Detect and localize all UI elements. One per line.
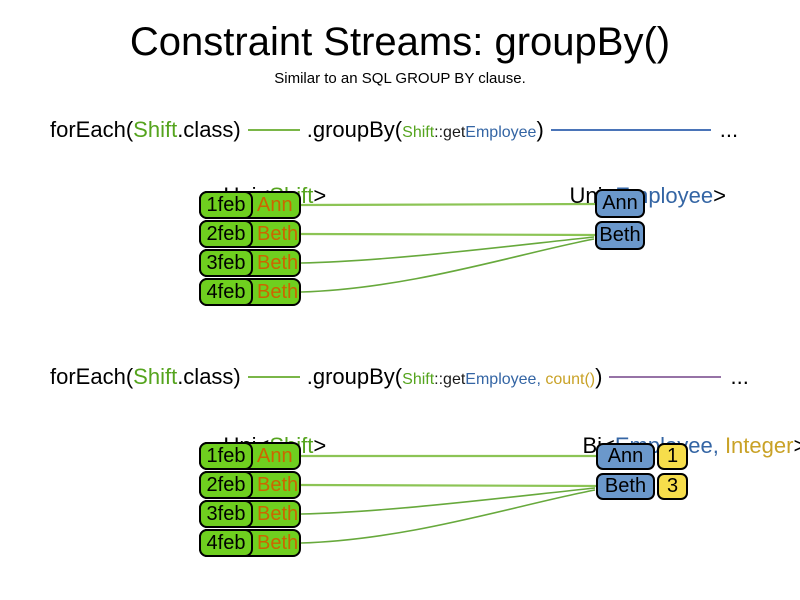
shift-list-2: 1feb Ann 2feb Beth 3feb Beth 4feb Beth bbox=[199, 442, 301, 557]
label-post: > bbox=[313, 183, 327, 208]
shift-date: 1feb bbox=[199, 442, 253, 470]
code2-arg-count: count() bbox=[540, 371, 596, 388]
label-post: > bbox=[793, 433, 800, 458]
code1-shift-class: Shift bbox=[133, 117, 178, 142]
link2-shift2-to-beth bbox=[300, 483, 597, 488]
code-line-2: forEach( Shift .class) .groupBy( Shift :… bbox=[50, 364, 749, 390]
shift-list-1: 1feb Ann 2feb Beth 3feb Beth 4feb Beth bbox=[199, 191, 301, 306]
code1-blue-connector bbox=[550, 129, 711, 131]
link-shift4-to-beth bbox=[300, 238, 595, 293]
shift-row: 2feb Beth bbox=[199, 220, 301, 248]
code1-foreach: forEach( bbox=[50, 117, 134, 142]
label-type-integer: Integer bbox=[718, 433, 794, 458]
shift-employee: Ann bbox=[257, 193, 293, 216]
slide-title: Constraint Streams: groupBy() bbox=[129, 20, 671, 64]
group-list-2: Ann 1 Beth 3 bbox=[596, 443, 688, 500]
code-line-1: forEach( Shift .class) .groupBy( Shift :… bbox=[50, 117, 738, 143]
link2-shift3-to-beth bbox=[300, 487, 596, 515]
label-post: > bbox=[313, 433, 327, 458]
code1-class-suffix: .class) bbox=[177, 117, 241, 142]
group-count-box: 3 bbox=[657, 473, 688, 500]
shift-row: 1feb Ann bbox=[199, 191, 301, 219]
code2-shift-class: Shift bbox=[133, 364, 178, 389]
shift-row: 4feb Beth bbox=[199, 529, 301, 557]
shift-date: 4feb bbox=[199, 278, 253, 306]
shift-employee: Beth bbox=[257, 502, 299, 525]
code2-ellipsis: ... bbox=[730, 364, 749, 389]
shift-employee: Beth bbox=[257, 251, 299, 274]
code2-class-suffix: .class) bbox=[177, 364, 241, 389]
shift-row: 3feb Beth bbox=[199, 500, 301, 528]
code1-close-paren: ) bbox=[536, 117, 544, 142]
group-employee-box: Ann bbox=[596, 443, 655, 470]
shift-row: 1feb Ann bbox=[199, 442, 301, 470]
code1-arg-shift: Shift bbox=[402, 124, 435, 141]
code2-groupby: .groupBy( bbox=[306, 364, 403, 389]
shift-employee: Beth bbox=[257, 222, 299, 245]
code2-arg-getter: ::get bbox=[434, 371, 466, 388]
code2-arg-shift: Shift bbox=[402, 371, 435, 388]
group-row: Ann 1 bbox=[596, 443, 688, 470]
shift-row: 4feb Beth bbox=[199, 278, 301, 306]
group-employee-box: Beth bbox=[596, 473, 655, 500]
code2-arg-employee: Employee, bbox=[465, 371, 541, 388]
shift-date: 3feb bbox=[199, 249, 253, 277]
code1-ellipsis: ... bbox=[719, 117, 739, 142]
group-employee-box: Beth bbox=[595, 221, 645, 250]
group-list-1: Ann Beth bbox=[595, 189, 645, 250]
link-shift3-to-beth bbox=[300, 236, 595, 264]
code1-arg-getter: ::get bbox=[434, 124, 466, 141]
group-row: Beth 3 bbox=[596, 473, 688, 500]
code2-green-connector bbox=[247, 376, 300, 378]
shift-row: 2feb Beth bbox=[199, 471, 301, 499]
shift-employee: Beth bbox=[257, 473, 299, 496]
shift-row: 3feb Beth bbox=[199, 249, 301, 277]
shift-date: 4feb bbox=[199, 529, 253, 557]
shift-employee: Beth bbox=[257, 280, 299, 303]
shift-employee: Ann bbox=[257, 444, 293, 467]
shift-date: 3feb bbox=[199, 500, 253, 528]
shift-date: 2feb bbox=[199, 471, 253, 499]
code1-arg-employee: Employee bbox=[465, 124, 537, 141]
slide-subtitle: Similar to an SQL GROUP BY clause. bbox=[274, 70, 526, 87]
code1-groupby: .groupBy( bbox=[306, 117, 403, 142]
shift-date: 2feb bbox=[199, 220, 253, 248]
link2-shift4-to-beth bbox=[300, 489, 596, 544]
group-employee-box: Ann bbox=[595, 189, 645, 218]
label-post: > bbox=[713, 183, 727, 208]
code2-purple-connector bbox=[609, 376, 722, 378]
shift-date: 1feb bbox=[199, 191, 253, 219]
code2-foreach: forEach( bbox=[50, 364, 134, 389]
code2-close-paren: ) bbox=[595, 364, 603, 389]
shift-employee: Beth bbox=[257, 531, 299, 554]
group-count-box: 1 bbox=[657, 443, 688, 470]
code1-green-connector bbox=[247, 129, 300, 131]
